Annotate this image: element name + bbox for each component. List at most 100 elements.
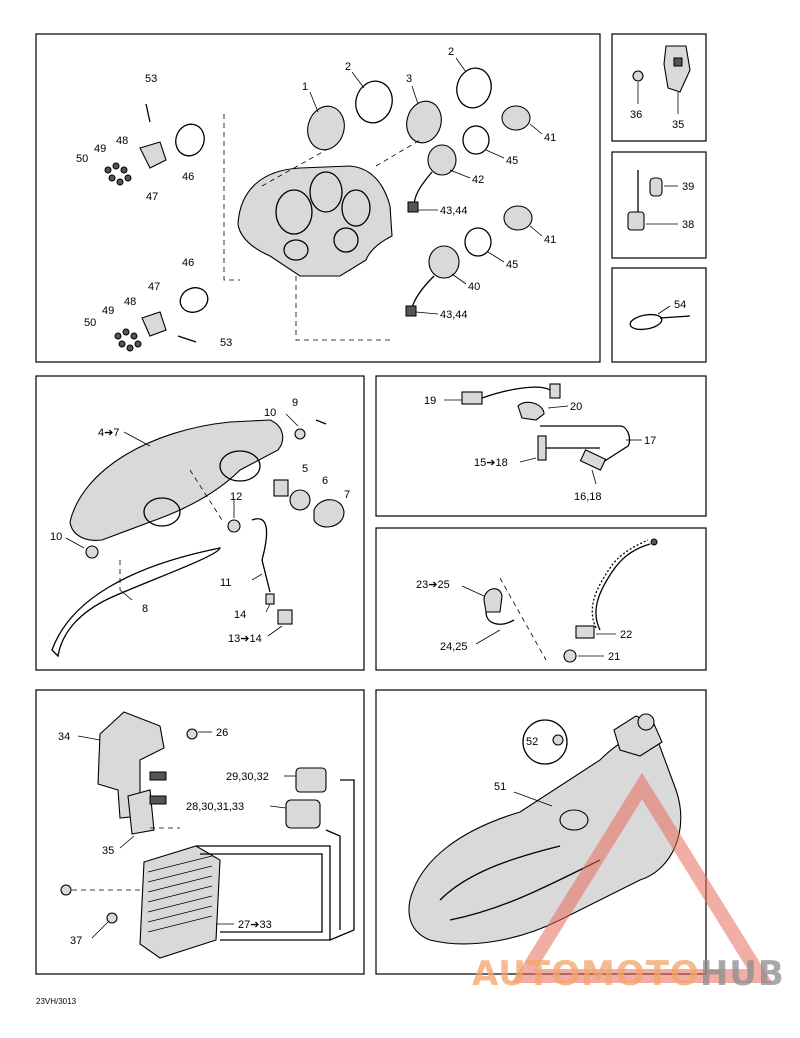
bulb-drawing bbox=[627, 170, 678, 231]
callout: 1 bbox=[302, 81, 308, 93]
callout: 3 bbox=[406, 73, 412, 85]
indicator-gauge bbox=[428, 245, 460, 279]
coil-cord bbox=[595, 543, 651, 631]
nut bbox=[552, 734, 564, 746]
callout: 49 bbox=[94, 143, 106, 155]
switch-wire bbox=[485, 611, 515, 625]
socket bbox=[277, 609, 293, 625]
callout: 5 bbox=[302, 463, 308, 475]
panel-wiring bbox=[375, 375, 707, 517]
headlight-labels: 4➔7 10 9 5 6 7 12 10 11 8 14 13➔14 bbox=[50, 397, 350, 645]
callout: 47 bbox=[148, 281, 160, 293]
connector-housing bbox=[295, 767, 327, 793]
callout: 16,18 bbox=[574, 491, 602, 503]
gasket-ring bbox=[462, 125, 490, 155]
connector bbox=[461, 391, 483, 405]
callout: 9 bbox=[292, 397, 298, 409]
callout: 39 bbox=[682, 181, 694, 193]
connector-housing bbox=[285, 799, 321, 829]
callout: 20 bbox=[570, 401, 582, 413]
callout: 13➔14 bbox=[228, 633, 262, 645]
cable-tie bbox=[629, 313, 663, 331]
bezel-ring bbox=[355, 80, 393, 124]
gasket-ring bbox=[464, 227, 492, 257]
mount-clip bbox=[141, 311, 167, 337]
callout: 15➔18 bbox=[474, 457, 508, 469]
callout: 48 bbox=[116, 135, 128, 147]
bracket-slot bbox=[149, 771, 167, 781]
callout: 46 bbox=[182, 171, 194, 183]
fuel-tank-drawing bbox=[408, 713, 682, 945]
callout: 2 bbox=[448, 46, 454, 58]
svg-text:AUTOMOTOHUB: AUTOMOTOHUB bbox=[472, 954, 785, 994]
callout: 11 bbox=[220, 577, 231, 589]
callout: 28,30,31,33 bbox=[186, 801, 244, 813]
screw bbox=[145, 103, 151, 123]
tank-labels: 52 51 bbox=[494, 736, 538, 793]
callout: 48 bbox=[124, 296, 136, 308]
callout: 52 bbox=[526, 736, 538, 748]
bracket-drawing bbox=[632, 45, 691, 114]
callout: 41 bbox=[544, 234, 556, 246]
callout: 23➔25 bbox=[416, 579, 450, 591]
switch-body bbox=[575, 625, 595, 639]
headlight-drawing bbox=[51, 413, 345, 658]
callout: 24,25 bbox=[440, 641, 468, 653]
cable-tie-drawing bbox=[629, 305, 691, 331]
nut bbox=[294, 428, 306, 440]
callout: 17 bbox=[644, 435, 656, 447]
callout: 35 bbox=[672, 119, 684, 131]
callout: 26 bbox=[216, 727, 228, 739]
panel-bracket bbox=[611, 33, 707, 142]
callout: 27➔33 bbox=[238, 919, 272, 931]
nut bbox=[85, 545, 99, 559]
screw-head bbox=[186, 728, 198, 740]
screw-head bbox=[60, 884, 72, 896]
gauge-connector bbox=[405, 305, 417, 317]
watermark-text-primary: AUTOMOTO bbox=[472, 954, 700, 994]
bezel-ring bbox=[456, 67, 492, 109]
panel-headlight bbox=[35, 375, 365, 671]
regulator-drawing bbox=[60, 711, 355, 959]
callout: 43,44 bbox=[440, 309, 468, 321]
callout: 51 bbox=[494, 781, 506, 793]
headlight-housing bbox=[69, 419, 284, 541]
callout: 53 bbox=[220, 337, 232, 349]
callout: 38 bbox=[682, 219, 694, 231]
panel-harness bbox=[375, 527, 707, 671]
screw bbox=[177, 335, 197, 343]
cap bbox=[517, 401, 545, 421]
callout: 43,44 bbox=[440, 205, 468, 217]
gauge-connector bbox=[407, 201, 419, 213]
gauge-opening bbox=[309, 171, 343, 213]
fuel-pump-flange bbox=[559, 809, 589, 831]
bulb-small bbox=[265, 593, 275, 605]
fuel-cap bbox=[637, 713, 655, 731]
callout: 50 bbox=[84, 317, 96, 329]
fuse-holder bbox=[537, 435, 547, 461]
callout: 37 bbox=[70, 935, 82, 947]
bracket-slot bbox=[149, 795, 167, 805]
callout: 10 bbox=[264, 407, 276, 419]
callout: 10 bbox=[50, 531, 62, 543]
gauge-opening bbox=[333, 227, 359, 253]
gauge-wire bbox=[411, 275, 435, 309]
callout: 8 bbox=[142, 603, 148, 615]
mounting-bracket bbox=[97, 711, 165, 819]
gauge-opening bbox=[275, 189, 313, 235]
callout: 2 bbox=[345, 61, 351, 73]
cable bbox=[540, 425, 631, 465]
callout: 4➔7 bbox=[98, 427, 119, 439]
bulb bbox=[273, 479, 289, 497]
callout: 46 bbox=[182, 257, 194, 269]
gauge-1 bbox=[307, 105, 345, 151]
grommet-ring bbox=[175, 123, 205, 157]
callout: 35 bbox=[102, 845, 114, 857]
screw-head bbox=[632, 70, 644, 82]
bracket-plate bbox=[127, 789, 155, 835]
small-panel-labels: 36 35 39 38 54 bbox=[630, 109, 694, 311]
coil-cord-spiral bbox=[591, 539, 649, 629]
fuel-tank bbox=[408, 733, 682, 945]
mount-clip bbox=[139, 141, 167, 169]
relay bbox=[579, 449, 607, 471]
